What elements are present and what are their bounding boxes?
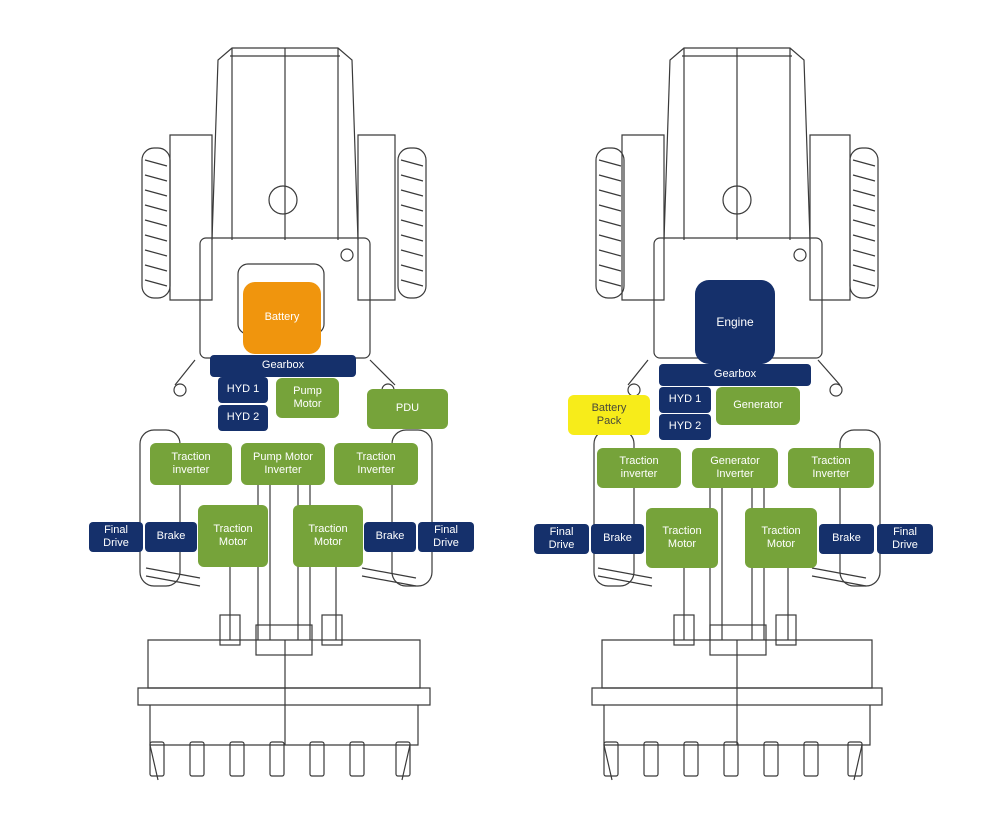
final-drive-left-box-right: Final Drive: [534, 524, 589, 554]
brake-left-box: Brake: [145, 522, 197, 552]
traction-inverter-right-box-right: Traction Inverter: [788, 448, 874, 488]
battery-pack-box: Battery Pack: [568, 395, 650, 435]
traction-motor-left-box: Traction Motor: [198, 505, 268, 567]
final-drive-right-box: Final Drive: [418, 522, 474, 552]
left-machine-outline: [137, 47, 433, 781]
brake-right-box-right: Brake: [819, 524, 874, 554]
pump-motor-inverter-box: Pump Motor Inverter: [241, 443, 325, 485]
hyd2-box-right: HYD 2: [659, 414, 711, 440]
pump-motor-box: Pump Motor: [276, 378, 339, 418]
gearbox-box-right: Gearbox: [659, 364, 811, 386]
hyd1-box-right: HYD 1: [659, 387, 711, 413]
traction-inverter-left-box: Traction inverter: [150, 443, 232, 485]
gearbox-box: Gearbox: [210, 355, 356, 377]
hyd1-box: HYD 1: [218, 377, 268, 403]
generator-inverter-box: Generator Inverter: [692, 448, 778, 488]
hyd2-box: HYD 2: [218, 405, 268, 431]
traction-motor-left-box-right: Traction Motor: [646, 508, 718, 568]
traction-inverter-right-box: Traction Inverter: [334, 443, 418, 485]
pdu-box: PDU: [367, 389, 448, 429]
brake-right-box: Brake: [364, 522, 416, 552]
final-drive-left-box: Final Drive: [89, 522, 143, 552]
traction-motor-right-box-right: Traction Motor: [745, 508, 817, 568]
battery-box: Battery: [243, 282, 321, 354]
traction-motor-right-box: Traction Motor: [293, 505, 363, 567]
brake-left-box-right: Brake: [591, 524, 644, 554]
generator-box: Generator: [716, 387, 800, 425]
engine-box: Engine: [695, 280, 775, 364]
final-drive-right-box-right: Final Drive: [877, 524, 933, 554]
traction-inverter-left-box-right: Traction inverter: [597, 448, 681, 488]
